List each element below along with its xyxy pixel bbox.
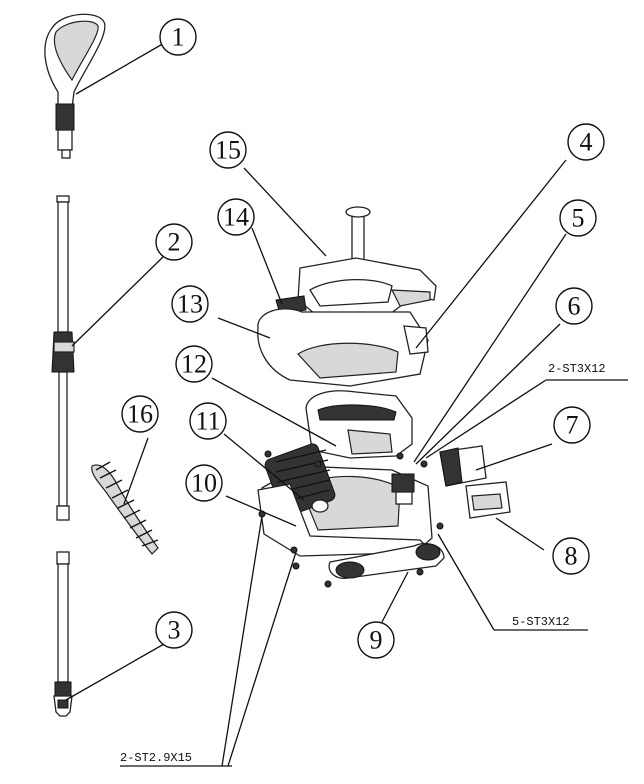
part-bottom-plate bbox=[328, 543, 445, 579]
part-middle-body bbox=[257, 295, 429, 387]
svg-text:12: 12 bbox=[181, 350, 207, 379]
spec-label-5-st3x12: 5-ST3X12 bbox=[512, 615, 570, 629]
svg-text:4: 4 bbox=[580, 128, 593, 157]
callout-12: 12 bbox=[175, 345, 213, 383]
callout-14: 14 bbox=[217, 198, 255, 236]
svg-text:6: 6 bbox=[568, 292, 581, 321]
callout-16: 16 bbox=[121, 395, 159, 433]
callout-1: 1 bbox=[159, 18, 197, 56]
callout-13: 13 bbox=[171, 285, 209, 323]
svg-text:3: 3 bbox=[168, 616, 181, 645]
callout-7: 7 bbox=[553, 406, 591, 444]
svg-text:1: 1 bbox=[172, 23, 185, 52]
part-top-cover bbox=[297, 206, 437, 319]
spec-label-2-st2-9x15: 2-ST2.9X15 bbox=[120, 751, 192, 765]
part-middle-tube bbox=[51, 195, 75, 521]
svg-text:2: 2 bbox=[168, 228, 181, 257]
svg-text:15: 15 bbox=[215, 136, 241, 165]
part-lower-tube bbox=[53, 551, 73, 717]
svg-text:7: 7 bbox=[566, 411, 579, 440]
svg-text:8: 8 bbox=[565, 542, 578, 571]
callout-2: 2 bbox=[155, 223, 193, 261]
part-upper-housing bbox=[305, 390, 413, 459]
part-brush-strip bbox=[91, 461, 159, 555]
callout-11: 11 bbox=[189, 402, 227, 440]
part-side-module-8 bbox=[465, 481, 511, 519]
svg-text:16: 16 bbox=[127, 400, 153, 429]
svg-text:13: 13 bbox=[177, 290, 203, 319]
svg-text:9: 9 bbox=[370, 626, 383, 655]
leader-lines bbox=[65, 41, 628, 767]
callout-6: 6 bbox=[555, 287, 593, 325]
callout-15: 15 bbox=[209, 131, 247, 169]
svg-text:11: 11 bbox=[195, 407, 220, 436]
svg-text:14: 14 bbox=[223, 203, 249, 232]
callout-9: 9 bbox=[357, 621, 395, 659]
callout-4: 4 bbox=[567, 123, 605, 161]
svg-text:10: 10 bbox=[191, 469, 217, 498]
callout-5: 5 bbox=[559, 199, 597, 237]
screws bbox=[258, 450, 444, 588]
spec-label-2-st3x12: 2-ST3X12 bbox=[548, 362, 606, 376]
part-handle-grip bbox=[44, 13, 106, 159]
part-side-module-7 bbox=[439, 445, 487, 487]
callout-3: 3 bbox=[155, 611, 193, 649]
callout-10: 10 bbox=[185, 464, 223, 502]
callout-8: 8 bbox=[552, 537, 590, 575]
svg-text:5: 5 bbox=[572, 204, 585, 233]
